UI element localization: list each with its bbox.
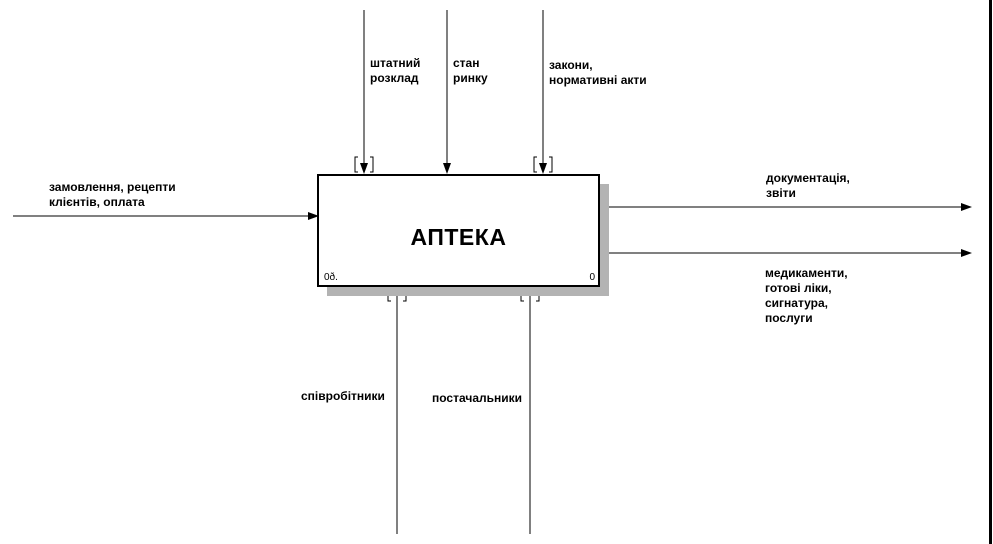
label-line: ринку: [453, 71, 488, 85]
output-arrow-medicines[interactable]: [598, 249, 972, 257]
arrowhead-icon: [961, 203, 972, 211]
label-line: співробітники: [301, 389, 385, 403]
label-line: медикаменти,: [765, 266, 848, 280]
arrowhead-icon: [360, 163, 368, 174]
label-line: документація,: [766, 171, 850, 185]
input-arrow[interactable]: [13, 212, 319, 220]
output-arrow-documentation[interactable]: [598, 203, 972, 211]
output-label-medicines: медикаменти, готові ліки, сигнатура, пос…: [765, 266, 848, 326]
control-label-market-state: стан ринку: [453, 56, 488, 86]
activity-title: АПТЕКА: [410, 224, 507, 250]
label-line: нормативні акти: [549, 73, 647, 87]
label-line: замовлення, рецепти: [49, 180, 176, 194]
arrowhead-icon: [539, 163, 547, 174]
activity-box[interactable]: АПТЕКА 0ð. 0: [317, 174, 600, 287]
control-arrow-staff-schedule[interactable]: [354, 10, 374, 174]
frame-border: [989, 0, 992, 544]
output-label-documentation: документація, звіти: [766, 171, 850, 201]
label-line: постачальники: [432, 391, 522, 405]
label-line: закони,: [549, 58, 593, 72]
label-line: готові ліки,: [765, 281, 832, 295]
label-line: звіти: [766, 186, 796, 200]
tunnel-bracket-icon: [354, 156, 374, 173]
label-line: послуги: [765, 311, 813, 325]
label-line: розклад: [370, 71, 419, 85]
control-label-laws: закони, нормативні акти: [549, 58, 647, 88]
input-label: замовлення, рецепти клієнтів, оплата: [49, 180, 176, 210]
control-label-staff-schedule: штатний розклад: [370, 56, 420, 86]
mechanism-arrow-suppliers[interactable]: [520, 285, 540, 534]
arrowhead-icon: [961, 249, 972, 257]
arrowhead-icon: [443, 163, 451, 174]
activity-node-ref: 0ð.: [324, 272, 338, 283]
mechanism-label-staff: співробітники: [301, 389, 385, 404]
mechanism-label-suppliers: постачальники: [432, 391, 522, 406]
control-arrow-laws[interactable]: [533, 10, 553, 174]
control-arrow-market-state[interactable]: [443, 10, 451, 174]
label-line: клієнтів, оплата: [49, 195, 145, 209]
label-line: стан: [453, 56, 480, 70]
tunnel-bracket-icon: [533, 156, 553, 173]
label-line: штатний: [370, 56, 421, 70]
activity-number: 0: [589, 272, 595, 283]
label-line: сигнатура,: [765, 296, 828, 310]
mechanism-arrow-staff[interactable]: [387, 285, 407, 534]
arrowhead-icon: [308, 212, 319, 220]
